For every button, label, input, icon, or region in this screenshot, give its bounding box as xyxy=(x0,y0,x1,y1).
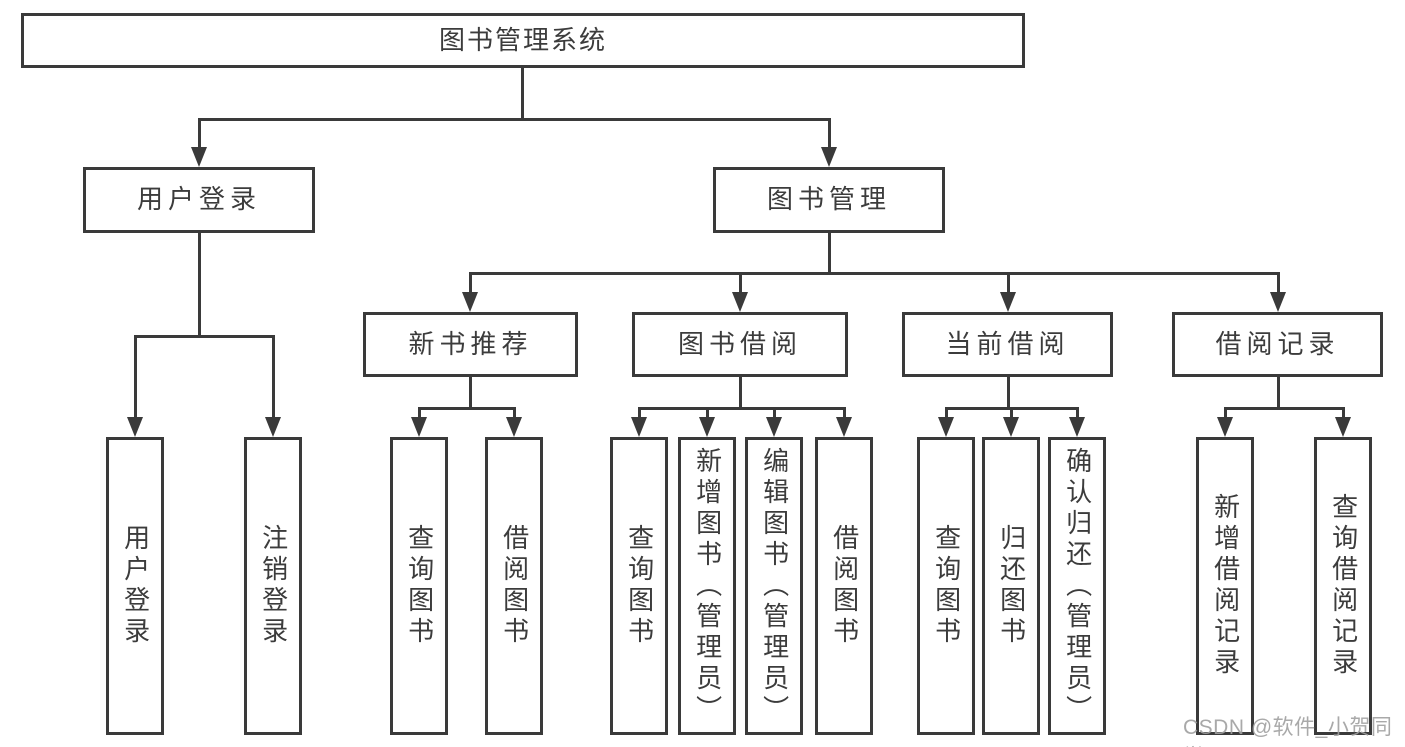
arrow-down-icon xyxy=(506,417,522,437)
leaf-borrow-books-recommend: 借阅图书 xyxy=(485,437,543,735)
leaf-add-book-admin-label: 新增图书（管理员） xyxy=(692,446,723,726)
arrow-down-icon xyxy=(1335,417,1351,437)
connector-stub-leaf xyxy=(512,407,516,421)
arrow-down-icon xyxy=(836,417,852,437)
leaf-query-books-borrow: 查询图书 xyxy=(610,437,668,735)
leaf-edit-book-admin-label: 编辑图书（管理员） xyxy=(759,446,790,726)
arrow-down-icon xyxy=(1217,417,1233,437)
connector-stub-leaf xyxy=(271,335,275,419)
connector-stub-leaf xyxy=(1223,407,1227,421)
leaf-return-book: 归还图书 xyxy=(982,437,1040,735)
arrow-down-icon xyxy=(699,417,715,437)
connector-stub-leaf xyxy=(1009,407,1013,421)
connector-stub-leaf xyxy=(133,335,137,419)
connector-records-crossbar xyxy=(1223,407,1345,410)
arrow-down-icon xyxy=(732,292,748,312)
connector-stub-leaf xyxy=(1341,407,1345,421)
connector-stub-leaf xyxy=(772,407,776,421)
connector-stub-leaf xyxy=(842,407,846,421)
leaf-query-books-current-label: 查询图书 xyxy=(931,524,962,648)
arrow-down-icon xyxy=(631,417,647,437)
connector-stub-leaf xyxy=(705,407,709,421)
leaf-user-login-label: 用户登录 xyxy=(120,524,151,648)
arrow-down-icon xyxy=(1069,417,1085,437)
arrow-down-icon xyxy=(265,417,281,437)
arrow-down-icon xyxy=(938,417,954,437)
connector-root-stem xyxy=(520,68,524,118)
arrow-down-icon xyxy=(766,417,782,437)
connector-book-management-stem xyxy=(827,233,831,272)
connector-user-login-crossbar xyxy=(133,335,275,338)
leaf-user-login: 用户登录 xyxy=(106,437,164,735)
connector-current-stem xyxy=(1006,377,1010,407)
leaf-edit-book-admin: 编辑图书（管理员） xyxy=(745,437,803,735)
arrow-down-icon xyxy=(1003,417,1019,437)
leaf-confirm-return-admin-label: 确认归还（管理员） xyxy=(1062,446,1093,726)
leaf-borrow-books-borrow-label: 借阅图书 xyxy=(829,524,860,648)
watermark-text: CSDN @软件_小贺同学 xyxy=(1183,716,1393,747)
arrow-down-icon xyxy=(1270,292,1286,312)
connector-recommend-crossbar xyxy=(417,407,516,410)
node-current-borrow: 当前借阅 xyxy=(902,312,1113,377)
node-borrow-records: 借阅记录 xyxy=(1172,312,1383,377)
arrow-down-icon xyxy=(411,417,427,437)
arrow-down-icon xyxy=(462,292,478,312)
leaf-borrow-books-borrow: 借阅图书 xyxy=(815,437,873,735)
node-book-management: 图书管理 xyxy=(713,167,945,233)
connector-stub-level3 xyxy=(468,272,472,296)
leaf-query-books-recommend: 查询图书 xyxy=(390,437,448,735)
leaf-query-books-borrow-label: 查询图书 xyxy=(624,524,655,648)
connector-stub-leaf xyxy=(944,407,948,421)
leaf-logout-login-label: 注销登录 xyxy=(258,524,289,648)
leaf-query-borrow-record-label: 查询借阅记录 xyxy=(1328,493,1359,679)
leaf-query-borrow-record: 查询借阅记录 xyxy=(1314,437,1372,735)
node-user-login: 用户登录 xyxy=(83,167,315,233)
connector-stub-level3 xyxy=(738,272,742,296)
connector-stub-level3 xyxy=(1006,272,1010,296)
connector-stub-level3 xyxy=(1276,272,1280,296)
node-new-book-recommend: 新书推荐 xyxy=(363,312,578,377)
node-book-borrow: 图书借阅 xyxy=(632,312,848,377)
connector-book-management-crossbar xyxy=(468,272,1280,275)
connector-records-stem xyxy=(1276,377,1280,407)
connector-recommend-stem xyxy=(468,377,472,407)
leaf-borrow-books-recommend-label: 借阅图书 xyxy=(499,524,530,648)
arrow-down-icon xyxy=(127,417,143,437)
connector-user-login-stem xyxy=(197,233,201,335)
connector-borrow-stem xyxy=(738,377,742,407)
node-book-management-system: 图书管理系统 xyxy=(21,13,1025,68)
leaf-add-borrow-record: 新增借阅记录 xyxy=(1196,437,1254,735)
leaf-confirm-return-admin: 确认归还（管理员） xyxy=(1048,437,1106,735)
connector-stub-user-login xyxy=(197,118,201,150)
leaf-add-book-admin: 新增图书（管理员） xyxy=(678,437,736,735)
arrow-down-icon xyxy=(821,147,837,167)
connector-borrow-crossbar xyxy=(637,407,846,410)
connector-root-crossbar xyxy=(197,118,831,121)
leaf-query-books-current: 查询图书 xyxy=(917,437,975,735)
leaf-return-book-label: 归还图书 xyxy=(996,524,1027,648)
arrow-down-icon xyxy=(191,147,207,167)
leaf-add-borrow-record-label: 新增借阅记录 xyxy=(1210,493,1241,679)
connector-stub-book-management xyxy=(827,118,831,150)
leaf-query-books-recommend-label: 查询图书 xyxy=(404,524,435,648)
arrow-down-icon xyxy=(1000,292,1016,312)
connector-stub-leaf xyxy=(1075,407,1079,421)
leaf-logout-login: 注销登录 xyxy=(244,437,302,735)
connector-stub-leaf xyxy=(637,407,641,421)
connector-stub-leaf xyxy=(417,407,421,421)
